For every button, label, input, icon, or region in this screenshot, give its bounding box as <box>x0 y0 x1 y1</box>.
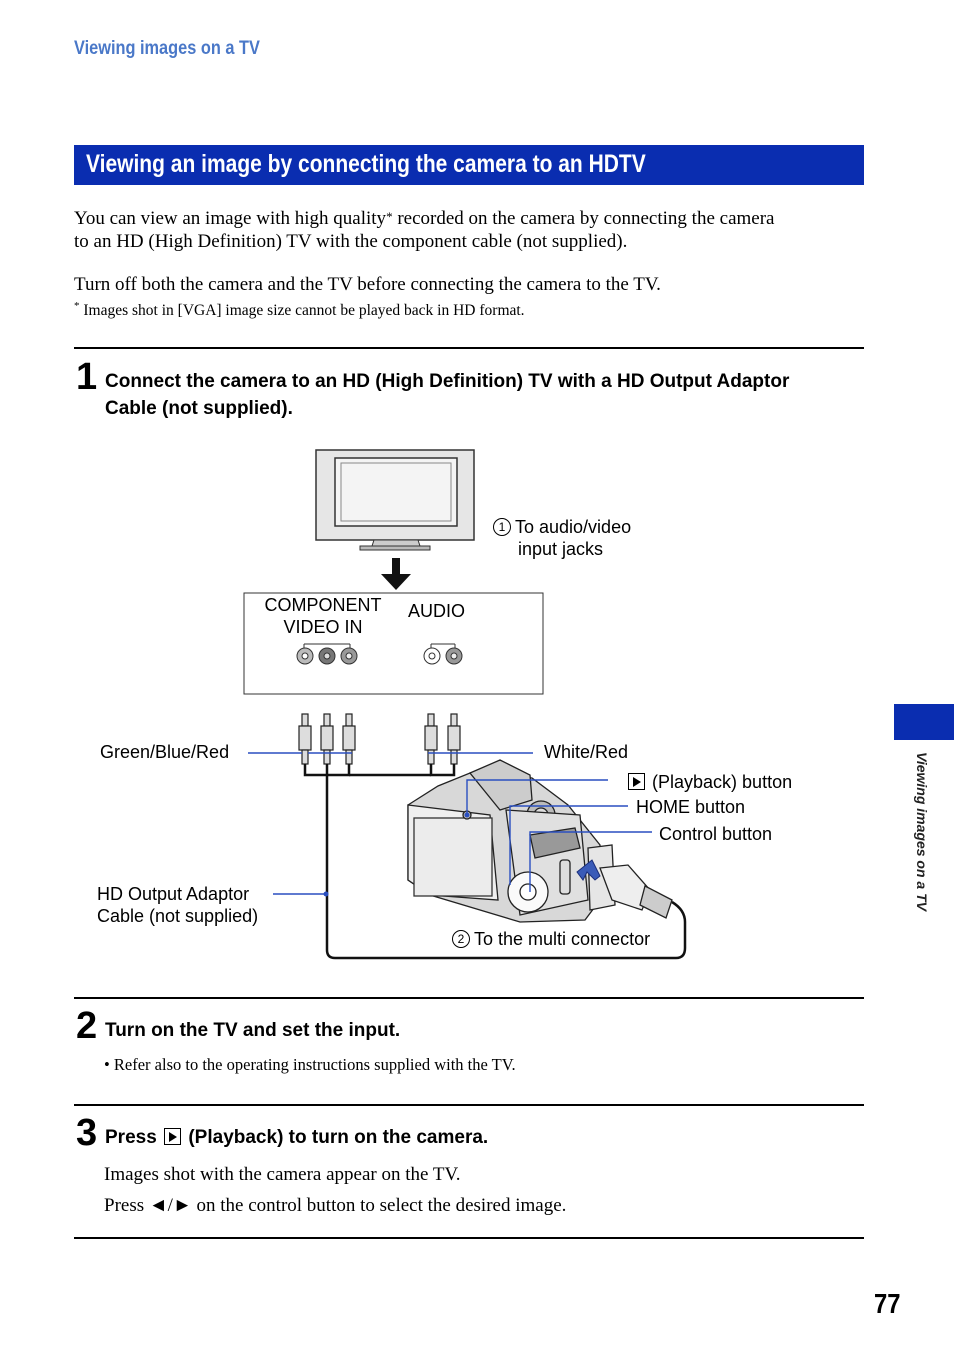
intro-line-2: to an HD (High Definition) TV with the c… <box>74 231 628 252</box>
step-1-line-1: Connect the camera to an HD (High Defini… <box>105 371 790 392</box>
footnote: * Images shot in [VGA] image size cannot… <box>74 300 525 320</box>
insert-arrow <box>576 859 601 881</box>
playback-icon <box>164 1128 182 1145</box>
cable-lines <box>303 764 687 960</box>
step-3-line-a: Images shot with the camera appear on th… <box>104 1164 461 1185</box>
playback-button-text: (Playback) button <box>652 772 793 792</box>
step-2-rule <box>74 997 864 999</box>
green-blue-red-label: Green/Blue/Red <box>100 742 230 762</box>
step-3-heading-text: (Playback) to turn on the camera. <box>188 1127 489 1148</box>
component-plugs <box>298 713 356 765</box>
playback-callout-dot <box>464 812 470 818</box>
hd-cable-line-2: Cable (not supplied) <box>97 906 259 926</box>
step-2-heading: Turn on the TV and set the input. <box>105 1020 401 1041</box>
step-2-number: 2 <box>76 1005 98 1047</box>
callout-lines <box>248 752 652 895</box>
step-3-line-b: Press ◄/► on the control button to selec… <box>104 1194 566 1217</box>
component-jacks <box>296 647 358 665</box>
step-3-number: 3 <box>76 1112 98 1154</box>
bottom-rule <box>74 1237 864 1239</box>
side-chapter-label: Viewing images on a TV <box>914 752 930 911</box>
section-title: Viewing an image by connecting the camer… <box>86 150 646 178</box>
audio-label: AUDIO <box>408 601 466 621</box>
footnote-text: Images shot in [VGA] image size cannot b… <box>83 302 525 319</box>
callout-2-text: To the multi connector <box>474 929 651 949</box>
left-right-arrows-icon: ◄/► <box>148 1195 192 1216</box>
component-line-2: VIDEO IN <box>283 617 363 637</box>
intro-paragraph-2: Turn off both the camera and the TV befo… <box>74 274 661 295</box>
intro-paragraph-1: You can view an image with high quality*… <box>74 207 874 253</box>
cable-callout-dot <box>323 891 329 897</box>
callout-1-number: 1 <box>493 518 511 536</box>
white-red-label: White/Red <box>544 742 629 762</box>
audio-plugs <box>424 713 461 765</box>
callout-1-text: To audio/video <box>515 517 632 537</box>
step-1-rule <box>74 347 864 349</box>
quality-asterisk: * <box>386 209 393 224</box>
home-button-label: HOME button <box>636 797 746 817</box>
jack-panel <box>243 592 544 695</box>
tv-illustration <box>315 449 475 551</box>
callout-1-line-2: input jacks <box>518 539 604 559</box>
intro-text-b: recorded on the camera by connecting the… <box>392 208 775 229</box>
step-1-number: 1 <box>76 356 98 398</box>
step-3-rule <box>74 1104 864 1106</box>
step-3-heading: Press (Playback) to turn on the camera. <box>105 1124 488 1151</box>
footnote-asterisk: * <box>74 300 80 312</box>
step-3-press-text: Press <box>104 1195 149 1216</box>
connection-diagram <box>243 449 687 960</box>
intro-line-1: You can view an image with high quality*… <box>74 207 874 230</box>
hd-cable-line-1: HD Output Adaptor <box>97 884 250 904</box>
hd-cable-label: HD Output Adaptor Cable (not supplied) <box>97 883 258 927</box>
audio-jacks <box>423 647 463 665</box>
multi-connector-plug <box>599 864 673 919</box>
page-number: 77 <box>874 1288 901 1319</box>
step-3-line-b-text: on the control button to select the desi… <box>191 1195 567 1216</box>
playback-icon <box>628 773 645 790</box>
running-header: Viewing images on a TV <box>74 38 260 59</box>
chapter-tab <box>894 704 954 740</box>
step-3-press: Press <box>105 1127 157 1148</box>
control-button-label: Control button <box>659 824 773 844</box>
section-title-bar <box>74 145 864 185</box>
playback-button-label: (Playback) button <box>626 771 792 793</box>
camera-illustration <box>407 759 616 923</box>
step-1-line-2: Cable (not supplied). <box>105 398 293 419</box>
component-line-1: COMPONENT <box>264 595 382 615</box>
step-1-heading: Connect the camera to an HD (High Defini… <box>105 368 789 422</box>
callout-2-number: 2 <box>452 930 470 948</box>
step-2-note: • Refer also to the operating instructio… <box>104 1055 516 1074</box>
component-video-label: COMPONENT VIDEO IN <box>252 594 394 638</box>
intro-text-a: You can view an image with high quality <box>74 208 387 229</box>
down-arrow <box>381 558 411 590</box>
